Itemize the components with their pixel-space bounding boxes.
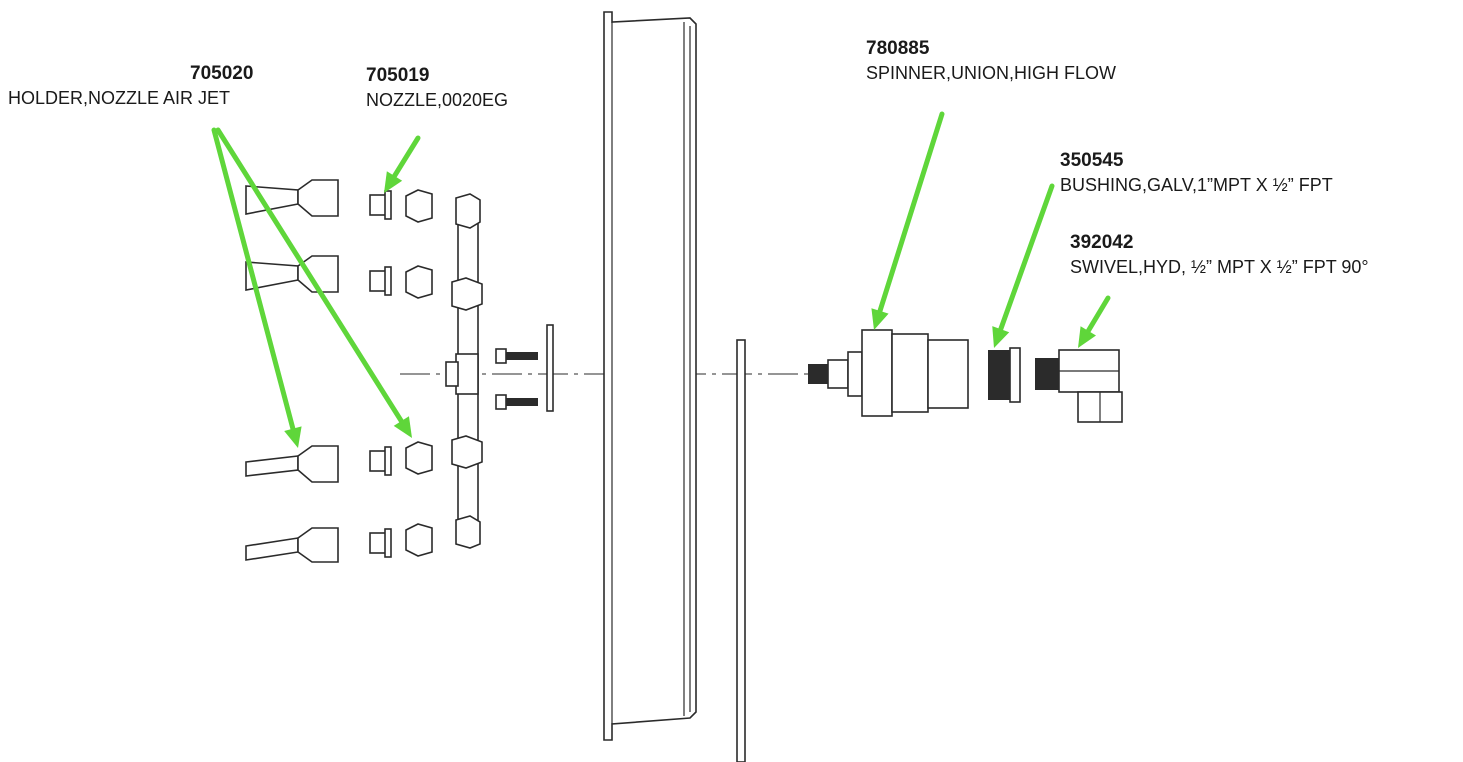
part-number: 705019 <box>366 65 430 86</box>
swivel-fitting <box>1035 349 1123 423</box>
part-number: 392042 <box>1070 232 1134 253</box>
nozzle-holder-row-3 <box>245 441 433 483</box>
arrow-swivel <box>1078 295 1111 348</box>
mounting-bolts <box>495 348 538 410</box>
backing-plate <box>736 339 746 762</box>
part-description: SPINNER,UNION,HIGH FLOW <box>866 63 1117 83</box>
part-number: 705020 <box>190 63 254 84</box>
callout-bushing: 350545 BUSHING,GALV,1”MPT X ½” FPT <box>1060 149 1333 197</box>
part-description: BUSHING,GALV,1”MPT X ½” FPT <box>1060 175 1333 195</box>
nozzle-holder-row-2 <box>245 255 433 299</box>
part-description: NOZZLE,0020EG <box>366 90 509 110</box>
spinner-union <box>808 329 969 417</box>
arrow-spinner <box>871 111 945 330</box>
arrow-holder-1 <box>211 127 302 448</box>
nozzle-holder-row-1 <box>245 179 433 223</box>
callout-holder: 705020 HOLDER,NOZZLE AIR JET <box>8 62 253 110</box>
part-description: HOLDER,NOZZLE AIR JET <box>8 88 231 108</box>
callout-arrows <box>211 111 1111 448</box>
callout-swivel: 392042 SWIVEL,HYD, ½” MPT X ½” FPT 90° <box>1070 231 1369 279</box>
bushing <box>988 347 1021 403</box>
callout-nozzle: 705019 NOZZLE,0020EG <box>366 64 508 112</box>
callout-spinner: 780885 SPINNER,UNION,HIGH FLOW <box>866 37 1116 85</box>
part-description: SWIVEL,HYD, ½” MPT X ½” FPT 90° <box>1070 257 1369 277</box>
nozzle-manifold <box>445 193 483 549</box>
arrow-holder-2 <box>215 127 412 438</box>
flange-plate <box>546 324 554 412</box>
nozzle-holder-row-4 <box>245 523 433 563</box>
spinner-wheel <box>603 11 697 741</box>
part-number: 350545 <box>1060 150 1124 171</box>
part-number: 780885 <box>866 38 930 59</box>
arrow-nozzle <box>384 135 421 193</box>
arrow-bushing <box>992 183 1055 348</box>
